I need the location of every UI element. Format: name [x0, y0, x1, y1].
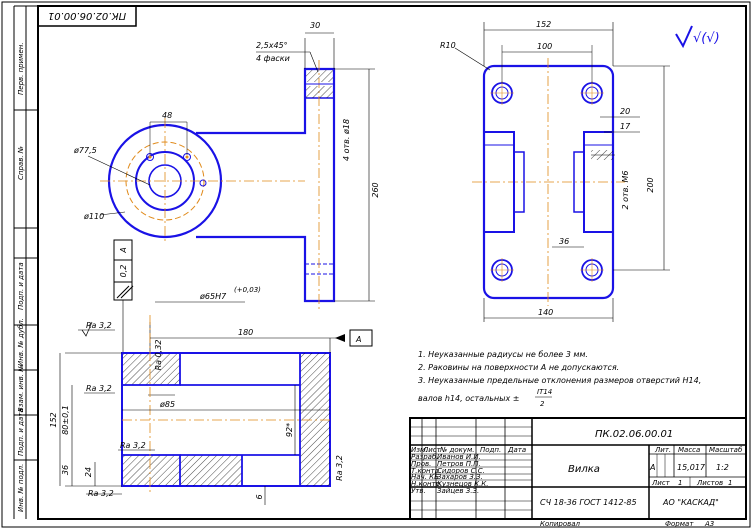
dim-d85: ø85: [159, 400, 175, 409]
copied-label: Копировал: [540, 520, 581, 528]
side-label-orig-inv: Инв. № подл.: [17, 464, 25, 512]
dim-6: 6: [255, 494, 264, 499]
tb-scale-label: Масштаб: [709, 446, 743, 454]
ra-label-032: Ra 0,32: [154, 340, 163, 371]
dim-152b: 152: [49, 412, 58, 427]
dim-152: 152: [536, 20, 551, 29]
dim-48: 48: [162, 111, 172, 120]
dim-100: 100: [537, 42, 552, 51]
side-label-ref-no: Справ. №: [17, 146, 25, 180]
title-block: Изм. Лист № докум. Подп. Дата Разраб. Пр…: [409, 417, 747, 520]
dim-92: 92*: [285, 423, 294, 437]
right-view: 152 100 R10 20 17 200 2 отв. М6 36 140: [440, 20, 670, 322]
tb-person-5: Кузнецов К.К.: [437, 480, 489, 488]
dim-holes-m6: 2 отв. М6: [621, 171, 630, 210]
side-label-dup-inv: Инв. № дубл.: [17, 318, 25, 366]
tb-mass-label: Масса: [678, 446, 700, 454]
ra-label-3: Ra 3,2: [120, 441, 146, 450]
tb-sheets-value: 1: [728, 479, 732, 487]
dim-140: 140: [538, 308, 553, 317]
roughness-general: √(√): [693, 31, 720, 46]
ra-label-4: Ra 3,2: [88, 489, 114, 498]
tol-parallel-base: А: [119, 247, 128, 253]
general-roughness-mark: √(√): [675, 25, 720, 49]
dim-holes-d18: 4 отв. ø18: [342, 119, 351, 161]
rotated-code-box: [37, 5, 137, 27]
tb-hdr-doc: № докум.: [439, 446, 475, 454]
tb-hdr-date: Дата: [507, 446, 526, 454]
top-view: 30 2,5x45° 4 фаски 260 4 отв. ø18 48 ø77…: [73, 21, 380, 310]
tb-stage-label: Лит.: [654, 446, 671, 454]
tb-scale-value: 1:2: [716, 463, 729, 472]
tb-person-4: Захаров З.З.: [437, 473, 483, 481]
tb-person-6: Зайцев З.З.: [437, 487, 479, 495]
note-1: 1. Неуказанные радиусы не более 3 мм.: [418, 350, 588, 359]
format-label: Формат: [665, 520, 694, 528]
tb-role-approve: Утв.: [411, 487, 426, 495]
organization: АО "КАСКАД": [662, 498, 719, 507]
dim-17: 17: [620, 122, 631, 131]
tb-hdr-sign: Подп.: [480, 446, 501, 454]
note-2: 2. Раковины на поверхности А не допускаю…: [418, 363, 619, 372]
tb-person-3: Сидоров С.С.: [437, 467, 485, 475]
ra-label-1: Ra 3,2: [86, 321, 112, 330]
note-3: 3. Неуказанные предельные отклонения раз…: [418, 376, 701, 385]
ra-label-2: Ra 3,2: [86, 384, 112, 393]
tb-person-2: Петров П.П.: [437, 460, 481, 468]
tb-sheets-label: Листов: [696, 479, 723, 487]
tb-role-dev: Разраб.: [411, 453, 439, 461]
ra-label-5: Ra 3,2: [335, 455, 344, 481]
material: СЧ 18-36 ГОСТ 1412-85: [540, 498, 637, 507]
tb-role-tcontrol: Т.контр.: [411, 467, 441, 475]
tb-role-ncontrol: Н.контр.: [411, 480, 442, 488]
technical-notes: 1. Неуказанные радиусы не более 3 мм. 2.…: [418, 350, 701, 408]
note-fraction-den: 2: [540, 400, 545, 408]
side-label-first-use: Перв. примен.: [17, 42, 25, 95]
title-code: ПК.02.06.00.01: [595, 429, 673, 440]
dim-36: 36: [559, 237, 569, 246]
dim-20: 20: [620, 107, 630, 116]
rotated-code: ПК.02.06.00.01: [48, 10, 126, 21]
part-name: Вилка: [568, 464, 600, 475]
tb-hdr-change: Изм.: [411, 446, 427, 454]
dim-d77: ø77,5: [73, 146, 97, 155]
drawing-frame: [37, 5, 747, 520]
dim-chamfer-note: 4 фаски: [256, 54, 290, 63]
side-label-repl-inv: Взам. инв. №: [17, 364, 25, 412]
format-value: А3: [704, 520, 714, 528]
dim-d65h7: ø65Н7: [199, 292, 227, 301]
dim-36b: 36: [61, 465, 70, 475]
dim-200: 200: [646, 177, 655, 192]
tb-hdr-sheet: Лист: [422, 446, 442, 454]
tol-parallel-value: 0,2: [119, 265, 128, 278]
dim-r10: R10: [440, 41, 456, 50]
dim-180: 180: [238, 328, 253, 337]
tb-role-head: Нач. КБ: [411, 473, 439, 481]
dim-chamfer: 2,5x45°: [256, 41, 288, 50]
side-label-sign-date-2: Подп. и дата: [17, 408, 25, 456]
base-a-label: А: [355, 335, 361, 344]
note-4: валов h14, остальных ±: [418, 394, 519, 403]
tb-role-check: Пров.: [411, 460, 431, 468]
section-view: А 0,2 180 А ø65Н7 (+0,03) ø85 92*: [49, 239, 373, 505]
dim-24: 24: [84, 467, 93, 477]
tb-mass-value: 15,017: [677, 463, 706, 472]
side-label-sign-date-1: Подп. и дата: [17, 262, 25, 310]
dim-d110: ø110: [83, 212, 104, 221]
tb-stage-value: А: [649, 463, 655, 472]
tb-sheet-label: Лист: [651, 479, 671, 487]
tb-person-1: Иванов И.И.: [437, 453, 481, 461]
note-fraction-num: IT14: [537, 388, 552, 396]
dim-d65h7-tol: (+0,03): [234, 286, 261, 294]
dim-80: 80±0,1: [61, 405, 70, 435]
dim-260: 260: [371, 182, 380, 197]
tb-sheet-value: 1: [678, 479, 682, 487]
dim-30: 30: [310, 21, 320, 30]
left-margin-strip: Перв. примен. Справ. № Подп. и дата Инв.…: [13, 5, 38, 519]
